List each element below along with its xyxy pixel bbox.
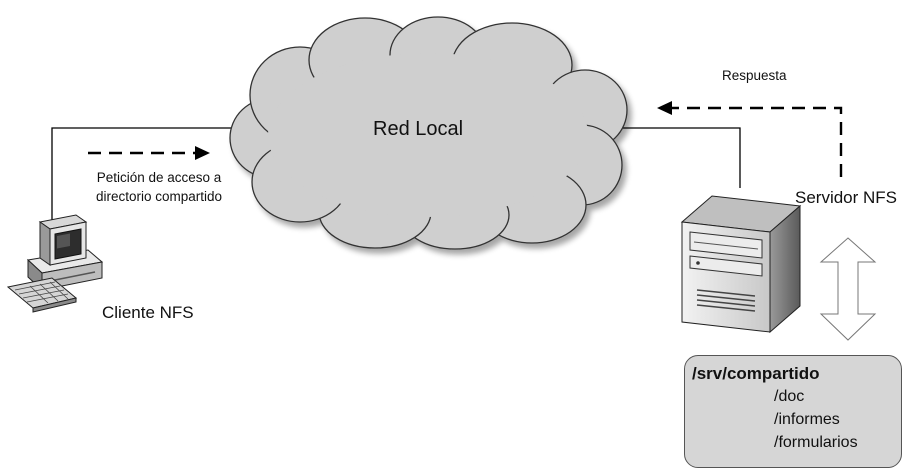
shared-directory-item: /doc (774, 388, 805, 405)
client-connection-line (51, 127, 246, 222)
shared-directory-root: /srv/compartido (692, 364, 820, 383)
server-label: Servidor NFS (795, 188, 898, 207)
desktop-computer-icon (6, 214, 104, 313)
network-cloud (229, 16, 628, 250)
tower-server-icon (680, 195, 802, 334)
client-label: Cliente NFS (102, 303, 194, 322)
request-label-line-2: directorio compartido (95, 189, 223, 204)
shared-directory-box: /srv/compartido /doc /informes /formular… (684, 355, 902, 468)
network-label: Red Local (373, 118, 464, 140)
response-arrow (657, 101, 843, 177)
shared-directory-item: /formularios (774, 434, 858, 451)
request-label-line-1: Petición de acceso a (96, 170, 222, 185)
shared-directory-item: /informes (774, 411, 840, 428)
response-label: Respuesta (722, 68, 787, 83)
request-arrow (88, 146, 210, 160)
server-connection-line (604, 127, 741, 188)
bidirectional-arrow-icon (819, 237, 877, 341)
request-label: Petición de acceso a directorio comparti… (66, 168, 252, 206)
